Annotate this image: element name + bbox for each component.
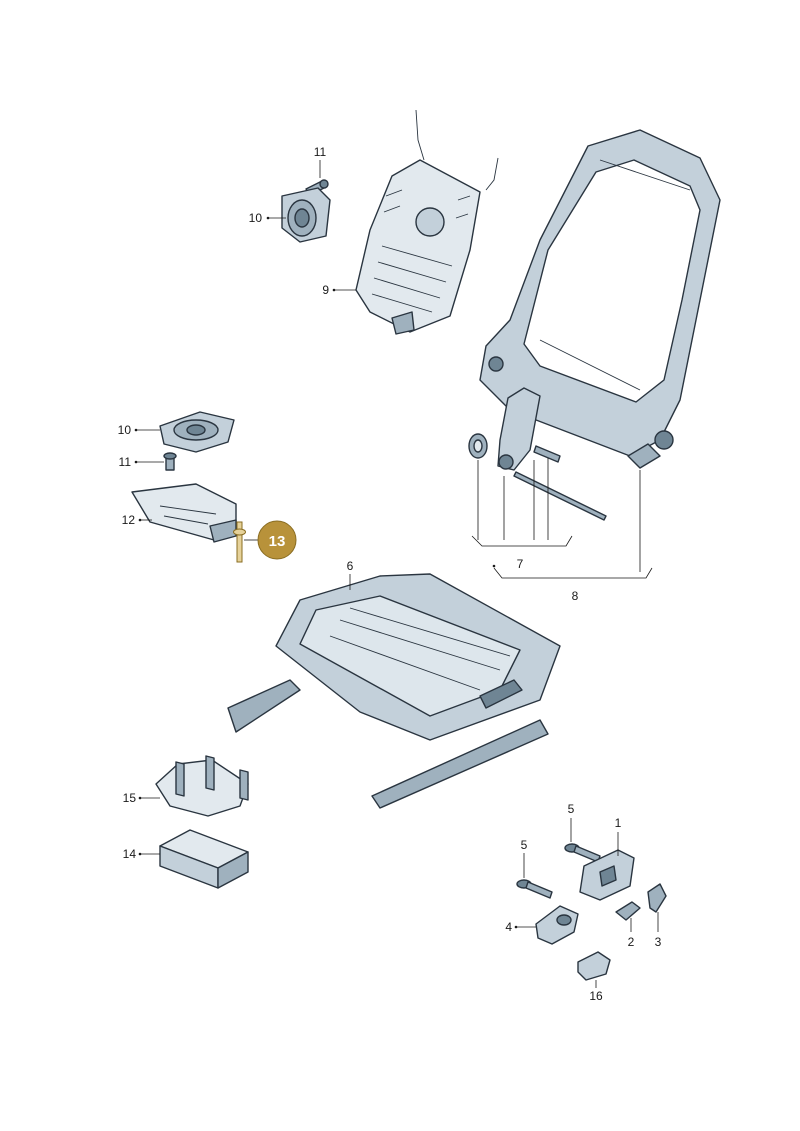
part-5-screw-lower[interactable] (516, 879, 553, 899)
part-12-bracket-plate[interactable] (131, 483, 237, 543)
callout-11-top: 11 (314, 145, 327, 159)
callout-14: 14 (123, 847, 137, 861)
part-10-top-actuator[interactable] (281, 187, 331, 243)
callout-10-left: 10 (118, 423, 132, 437)
callout-labels: 11 10 9 10 11 12 7 6 8 15 14 5 1 5 4 2 3… (118, 145, 662, 1003)
callout-8: 8 (572, 589, 579, 603)
part-6-seat-frame[interactable] (227, 573, 561, 809)
callout-16: 16 (589, 989, 603, 1003)
part-3-knob[interactable] (647, 883, 667, 913)
callout-11-left: 11 (119, 455, 132, 469)
callout-12: 12 (122, 513, 136, 527)
part-15-mounting-bracket[interactable] (155, 755, 249, 817)
callout-7: 7 (517, 557, 524, 571)
part-11-left-bolt[interactable] (163, 452, 177, 471)
part-14-control-unit[interactable] (159, 829, 249, 889)
part-7-recliner-components[interactable] (468, 387, 607, 521)
callout-13: 13 (269, 533, 286, 550)
callout-6: 6 (347, 559, 354, 573)
part-16-switch-cap[interactable] (577, 951, 611, 981)
callout-4: 4 (505, 920, 512, 934)
callout-5-upper: 5 (568, 802, 575, 816)
part-4-switch[interactable] (535, 905, 579, 945)
part-13-bolt[interactable] (233, 521, 246, 563)
callout-15: 15 (123, 791, 137, 805)
leaders-7-8 (471, 458, 653, 579)
callout-9: 9 (322, 283, 329, 297)
callout-2: 2 (628, 935, 635, 949)
highlight-badge-13[interactable]: 13 (257, 520, 297, 560)
callout-10-top: 10 (249, 211, 263, 225)
leader-lines (134, 160, 659, 988)
callout-1: 1 (615, 816, 622, 830)
part-9-lumbar-plate[interactable] (355, 109, 499, 335)
part-10-left-actuator[interactable] (159, 411, 235, 453)
backrest-frame[interactable] (479, 129, 721, 469)
part-1-switch-module[interactable] (579, 849, 635, 901)
callout-3: 3 (655, 935, 662, 949)
part-2-knob[interactable] (615, 901, 641, 921)
callout-5-lower: 5 (521, 838, 528, 852)
part-5-screw-upper[interactable] (564, 843, 601, 863)
